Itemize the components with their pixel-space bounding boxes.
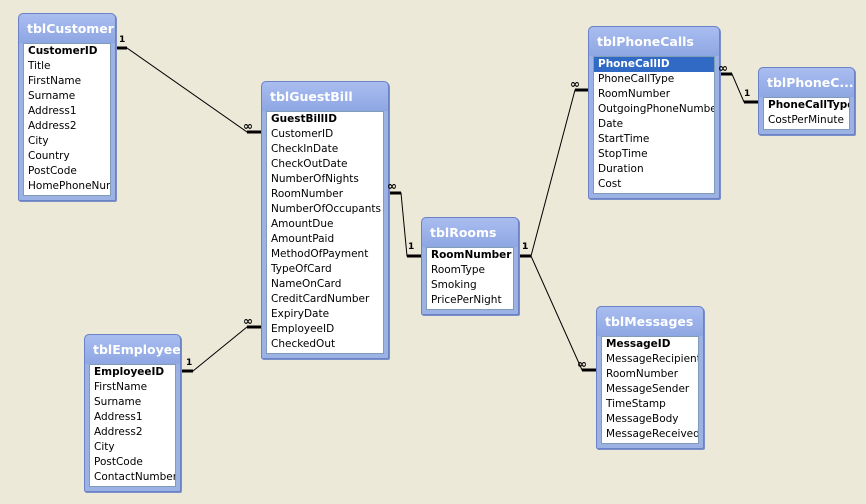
primary-key-field[interactable]: GuestBillID bbox=[271, 113, 337, 125]
field-item[interactable]: MessageRecipient bbox=[606, 353, 698, 365]
field-item[interactable]: CheckedOut bbox=[271, 338, 336, 350]
field-item[interactable]: Surname bbox=[94, 396, 142, 408]
field-item[interactable]: Country bbox=[28, 150, 70, 162]
field-item[interactable]: MethodOfPayment bbox=[271, 248, 369, 260]
field-item[interactable]: Surname bbox=[28, 90, 76, 102]
field-item[interactable]: Address1 bbox=[94, 411, 143, 423]
field-item[interactable]: Smoking bbox=[431, 279, 477, 291]
field-item[interactable]: PostCode bbox=[94, 456, 143, 468]
relationship-line[interactable] bbox=[517, 255, 596, 371]
table-title[interactable]: tblEmployees bbox=[85, 335, 180, 364]
relationship-line[interactable] bbox=[387, 192, 421, 257]
field-item[interactable]: City bbox=[28, 135, 49, 147]
field-item[interactable]: AmountDue bbox=[271, 218, 334, 230]
field-item[interactable]: NumberOfNights bbox=[271, 173, 359, 185]
field-item[interactable]: City bbox=[94, 441, 115, 453]
field-item[interactable]: ExpiryDate bbox=[271, 308, 330, 320]
many-cardinality-label: ∞ bbox=[387, 179, 397, 193]
relationship-line[interactable] bbox=[517, 89, 588, 257]
field-item[interactable]: RoomNumber bbox=[271, 188, 344, 200]
many-cardinality-label: ∞ bbox=[577, 357, 587, 371]
one-cardinality-label: 1 bbox=[744, 89, 751, 99]
field-item[interactable]: MessageSender bbox=[606, 383, 690, 395]
table-title[interactable]: tblGuestBill bbox=[262, 82, 388, 111]
table-title[interactable]: tblPhoneC... bbox=[759, 68, 854, 97]
field-item[interactable]: MessageBody bbox=[606, 413, 679, 425]
field-item[interactable]: NumberOfOccupants bbox=[271, 203, 381, 215]
field-item[interactable]: RoomNumber bbox=[606, 368, 679, 380]
primary-key-field[interactable]: RoomNumber bbox=[431, 249, 512, 261]
table-title[interactable]: tblPhoneCalls bbox=[589, 27, 719, 56]
one-cardinality-label: 1 bbox=[522, 242, 529, 252]
field-item[interactable]: CostPerMinute bbox=[768, 114, 844, 126]
field-item[interactable]: OutgoingPhoneNumber bbox=[598, 103, 714, 115]
field-item[interactable]: Cost bbox=[598, 178, 622, 190]
one-cardinality-label: 1 bbox=[186, 358, 193, 368]
field-item[interactable]: ContactNumber bbox=[94, 471, 175, 483]
relationship-line[interactable] bbox=[718, 73, 758, 103]
one-cardinality-label: 1 bbox=[119, 35, 126, 45]
field-item[interactable]: MessageReceived bbox=[606, 428, 698, 440]
field-item[interactable]: StartTime bbox=[598, 133, 650, 145]
primary-key-field[interactable]: MessageID bbox=[606, 338, 671, 350]
field-item[interactable]: RoomNumber bbox=[598, 88, 671, 100]
many-cardinality-label: ∞ bbox=[243, 119, 253, 133]
one-cardinality-label: 1 bbox=[408, 242, 415, 252]
field-item[interactable]: PhoneCallType bbox=[598, 73, 675, 85]
field-item[interactable]: PostCode bbox=[28, 165, 77, 177]
field-item[interactable]: CustomerID bbox=[271, 128, 334, 140]
table-title[interactable]: tblCustomer bbox=[19, 14, 115, 43]
field-item[interactable]: Address2 bbox=[94, 426, 143, 438]
field-item[interactable]: NameOnCard bbox=[271, 278, 342, 290]
field-item[interactable]: Duration bbox=[598, 163, 644, 175]
primary-key-field[interactable]: PhoneCallID bbox=[594, 57, 714, 72]
field-item[interactable]: Address2 bbox=[28, 120, 77, 132]
field-item[interactable]: CheckOutDate bbox=[271, 158, 348, 170]
table-title[interactable]: tblRooms bbox=[422, 218, 518, 247]
field-item[interactable]: CreditCardNumber bbox=[271, 293, 370, 305]
field-item[interactable]: TypeOfCard bbox=[271, 263, 332, 275]
many-cardinality-label: ∞ bbox=[243, 314, 253, 328]
table-title[interactable]: tblMessages bbox=[597, 307, 703, 336]
one-cardinality-label: 1 bbox=[522, 242, 529, 252]
field-item[interactable]: CheckInDate bbox=[271, 143, 339, 155]
primary-key-field[interactable]: EmployeeID bbox=[94, 366, 165, 378]
field-item[interactable]: RoomType bbox=[431, 264, 486, 276]
many-cardinality-label: ∞ bbox=[718, 61, 728, 75]
relationship-line[interactable] bbox=[114, 47, 261, 133]
field-item[interactable]: AmountPaid bbox=[271, 233, 335, 245]
field-item[interactable]: TimeStamp bbox=[606, 398, 666, 410]
field-item[interactable]: HomePhoneNumb bbox=[28, 180, 110, 192]
field-item[interactable]: Title bbox=[28, 60, 51, 72]
field-item[interactable]: FirstName bbox=[94, 381, 148, 393]
field-item[interactable]: FirstName bbox=[28, 75, 82, 87]
primary-key-field[interactable]: PhoneCallType bbox=[768, 99, 849, 111]
field-item[interactable]: EmployeeID bbox=[271, 323, 335, 335]
primary-key-field[interactable]: CustomerID bbox=[28, 45, 98, 57]
field-item[interactable]: Address1 bbox=[28, 105, 77, 117]
field-item[interactable]: Date bbox=[598, 118, 624, 130]
field-item[interactable]: PricePerNight bbox=[431, 294, 502, 306]
many-cardinality-label: ∞ bbox=[570, 77, 580, 91]
field-item[interactable]: StopTime bbox=[598, 148, 648, 160]
